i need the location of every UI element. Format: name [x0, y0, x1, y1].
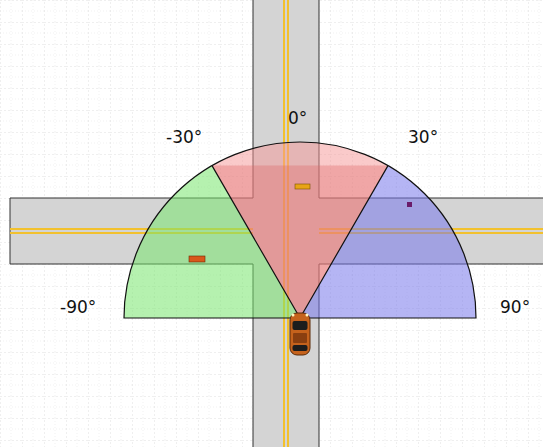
sector-outline — [124, 142, 476, 318]
vehicle-marker — [295, 184, 310, 189]
ego-car — [290, 313, 310, 355]
angle-label: 30° — [406, 128, 440, 147]
angle-label: 0° — [286, 109, 309, 128]
angle-label: 90° — [498, 298, 532, 317]
vehicle-marker — [189, 256, 205, 262]
object-marker — [407, 202, 412, 207]
angle-label: -90° — [58, 298, 98, 317]
right-sector — [300, 166, 476, 318]
angle-label: -30° — [164, 128, 204, 147]
